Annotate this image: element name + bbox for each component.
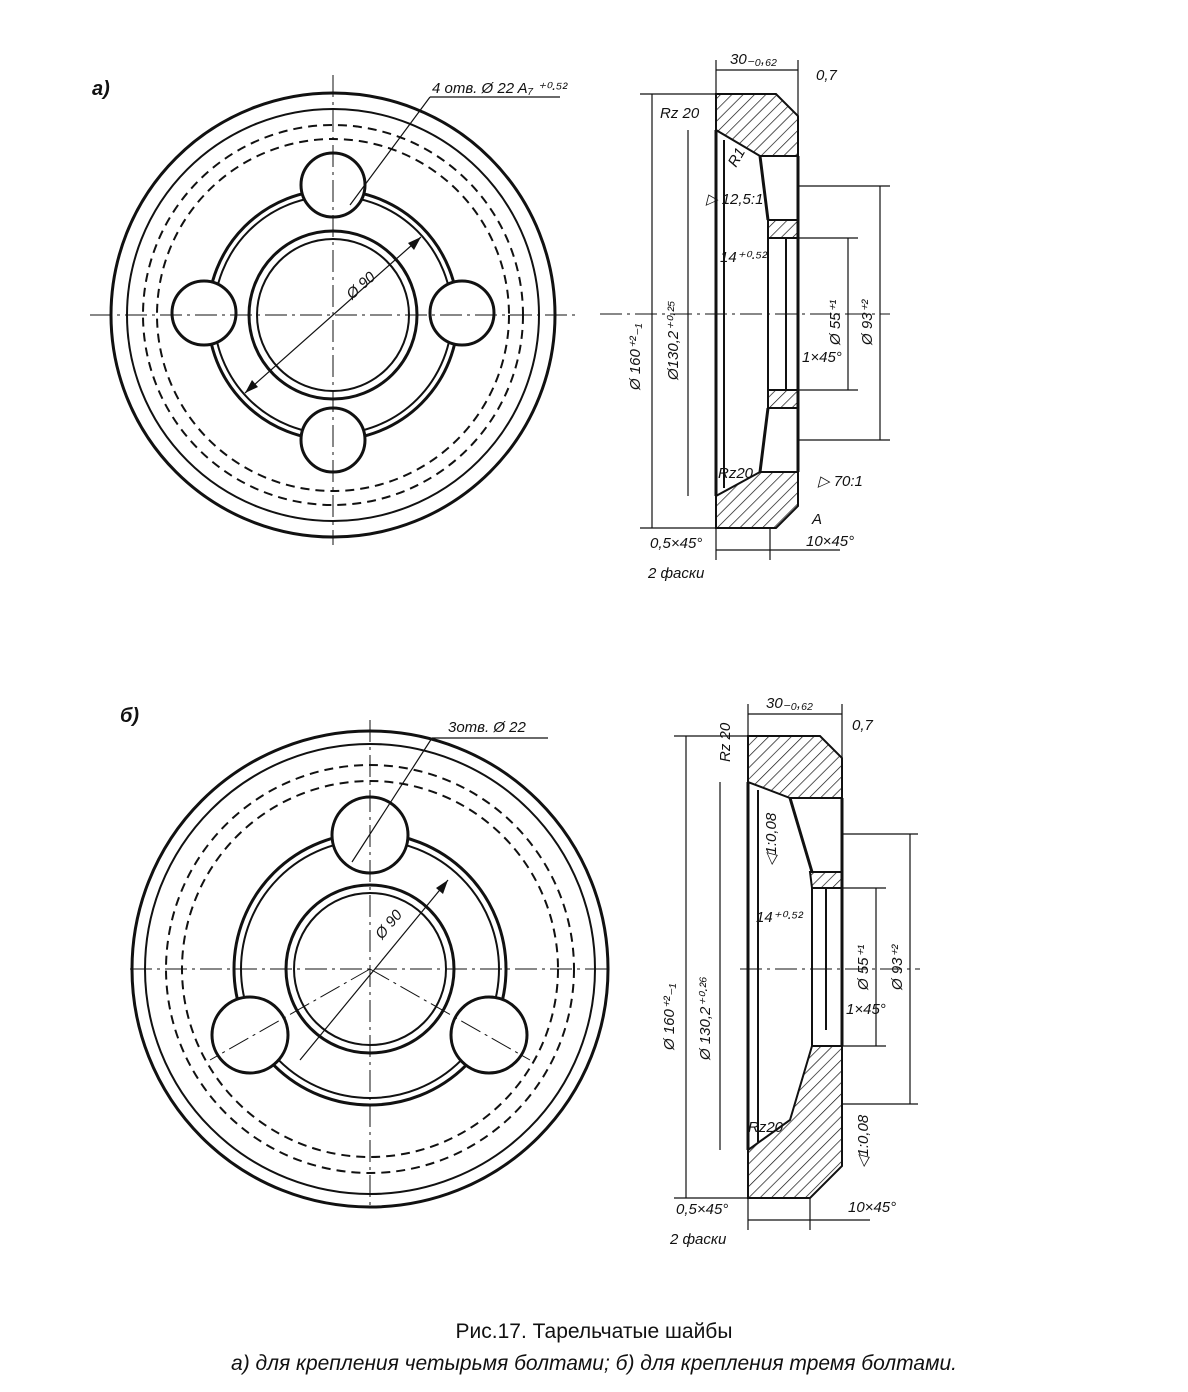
figure-b-gap: 0,7	[852, 717, 874, 734]
figure-a-inner-dia: Ø 55⁺¹	[827, 300, 844, 346]
figure-b-chamfer-large: 10×45°	[848, 1199, 896, 1216]
figure-a-section-view	[600, 60, 890, 560]
figure-a-plan-view	[90, 75, 575, 545]
figure-b-thickness: 30₋₀,₆₂	[766, 695, 813, 712]
figure-a-chamfer-inner: 1×45°	[802, 349, 842, 366]
figure-a-radius: R1	[725, 145, 749, 170]
figure-b-pcd: Ø 130,2⁺⁰·²⁶	[697, 976, 714, 1061]
figure-b-section-view	[674, 704, 920, 1230]
figure-a-outer-dia: Ø 160⁺²₋₁	[627, 323, 644, 391]
figure-a-taper-bottom: ▷ 70:1	[817, 473, 863, 490]
figure-b-chamfer-note: 2 фаски	[669, 1231, 727, 1248]
figure-a-depth: 14⁺⁰·⁵²	[720, 249, 768, 266]
figure-b-taper-top: ◁1:0,08	[763, 812, 780, 866]
figure-b-outer-dia: Ø 160⁺²₋₁	[661, 983, 678, 1051]
figure-a-rz-top: Rz 20	[660, 105, 700, 122]
figure-a-gap: 0,7	[816, 67, 838, 84]
figure-a-pcd: Ø130,2⁺⁰·²⁵	[665, 301, 682, 381]
figure-b-taper-bottom: ◁1:0,08	[855, 1114, 872, 1168]
figure-a-thickness: 30₋₀,₆₂	[730, 51, 777, 68]
figure-b-depth: 14⁺⁰·⁵²	[756, 909, 804, 926]
figure-b-rz-bottom: Rz20	[748, 1119, 784, 1136]
figure-a-rz-bottom: Rz20	[718, 465, 754, 482]
figure-b-holes-note: 3отв. Ø 22	[448, 719, 527, 736]
figure-caption-title: Рис.17. Тарельчатые шайбы	[455, 1320, 733, 1343]
figure-a-mark: A	[811, 511, 822, 528]
figure-a-chamfer-large: 10×45°	[806, 533, 854, 550]
figure-a-seat-dia: Ø 93⁺²	[859, 299, 876, 346]
figure-a-chamfer-note: 2 фаски	[647, 565, 705, 582]
figure-b-label: б)	[120, 705, 139, 727]
figure-b-inner-dia: Ø 55⁺¹	[855, 945, 872, 991]
figure-a-taper: ▷ 12,5:1	[705, 191, 763, 208]
figure-b-plan-view	[130, 720, 610, 1210]
figure-b-chamfer-inner: 1×45°	[846, 1001, 886, 1018]
figure-a-chamfer-small: 0,5×45°	[650, 535, 702, 552]
figure-caption-description: а) для крепления четырьмя болтами; б) дл…	[231, 1352, 957, 1375]
figure-b-rz-top: Rz 20	[717, 722, 734, 762]
figure-a-label: а)	[92, 78, 110, 100]
figure-b-chamfer-small: 0,5×45°	[676, 1201, 728, 1218]
figure-a-bore-dim: Ø 90	[343, 268, 380, 304]
figure-a-holes-note: 4 отв. Ø 22 A₇ ⁺⁰·⁵²	[432, 80, 568, 97]
figure-b-seat-dia: Ø 93⁺²	[889, 944, 906, 991]
